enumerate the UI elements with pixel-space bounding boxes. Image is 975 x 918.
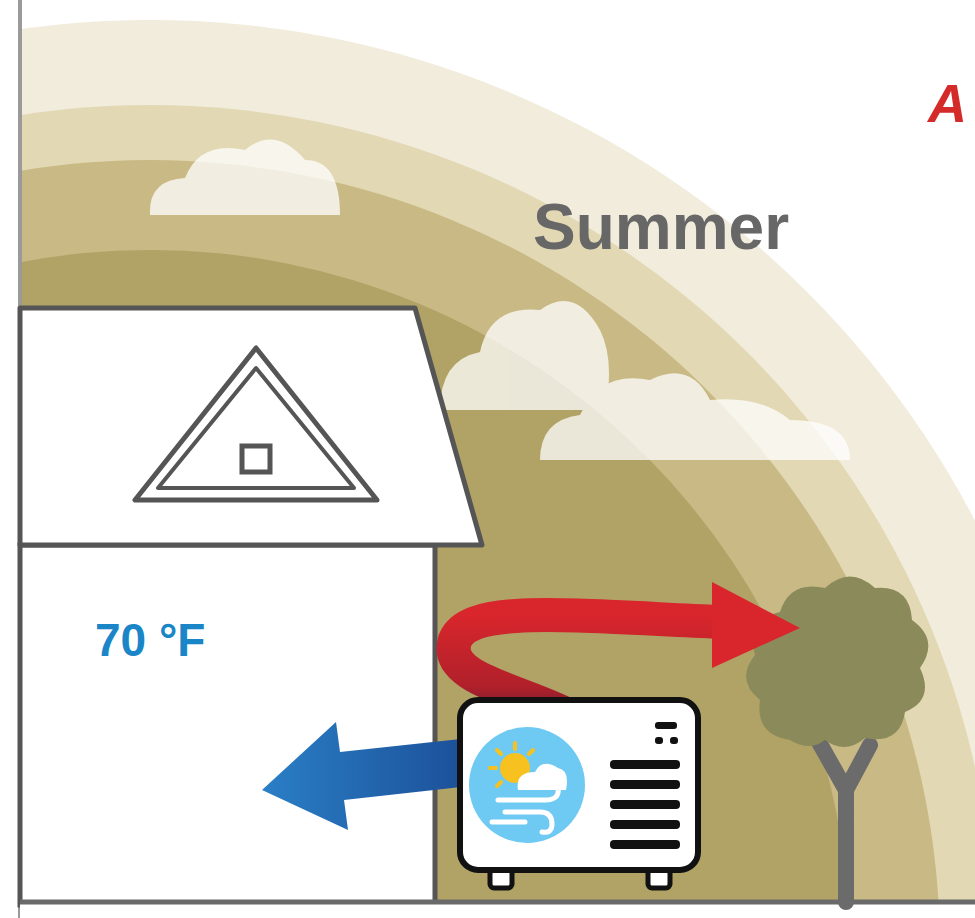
cool-arrow xyxy=(262,722,470,830)
ground-line xyxy=(20,900,975,905)
house xyxy=(20,308,482,905)
house-wall: 70 °F xyxy=(20,545,435,900)
season-letter: A xyxy=(928,72,967,134)
ac-unit xyxy=(460,700,698,888)
season-title: Summer xyxy=(533,190,789,264)
temperature-label: 70 °F xyxy=(95,613,205,667)
season-arcs xyxy=(0,20,975,918)
